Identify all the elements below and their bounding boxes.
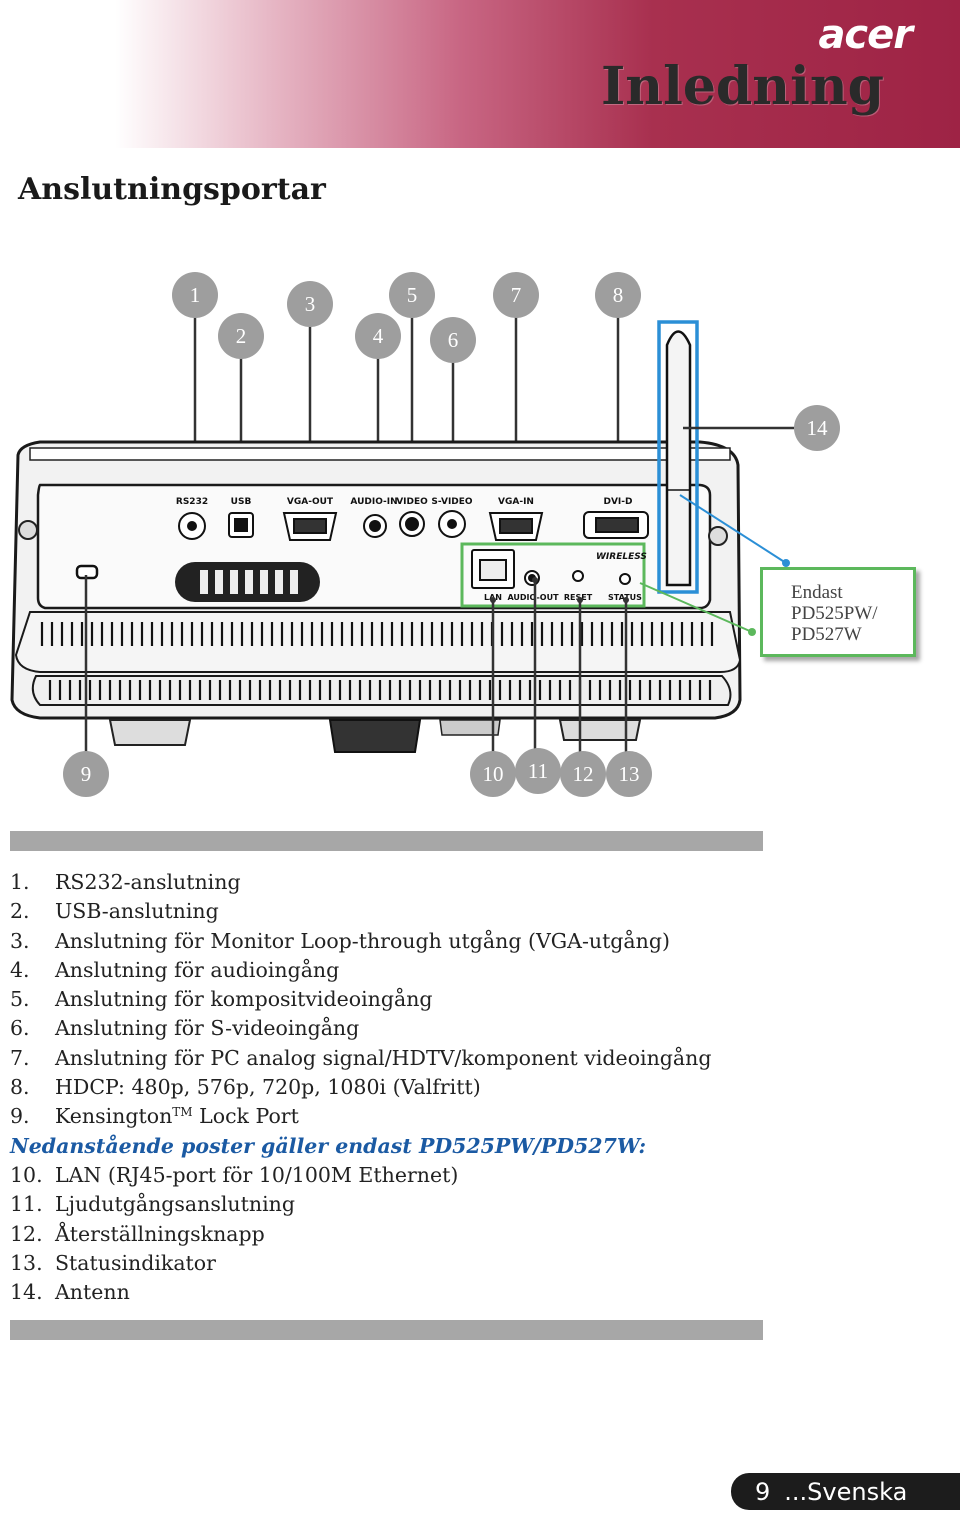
list-item: 13.Statusindikator <box>10 1250 216 1275</box>
wireless-highlight <box>460 542 646 608</box>
reset-button <box>572 570 584 582</box>
divider-top <box>10 831 763 851</box>
wireless-models-note: Nedanstående poster gäller endast PD525P… <box>10 1133 647 1158</box>
callout-7: 7 <box>493 272 539 318</box>
grille-row-2 <box>48 680 712 700</box>
section-title: Anslutningsportar <box>18 172 326 207</box>
antenna <box>665 330 692 587</box>
list-item: 2.USB-anslutning <box>10 899 219 924</box>
list-item: 9.KensingtonTM Lock Port <box>10 1104 299 1129</box>
callout-6: 6 <box>430 317 476 363</box>
port-label-rs232: RS232 <box>176 497 208 507</box>
callout-5: 5 <box>389 272 435 318</box>
status-led <box>619 573 631 585</box>
projector-rear-diagram: RS232 USB VGA-OUT AUDIO-IN VIDEO S-VIDEO… <box>10 316 794 753</box>
port-label-s-video: S-VIDEO <box>431 497 472 507</box>
list-item: 3.Anslutning för Monitor Loop-through ut… <box>10 928 670 953</box>
wireless-port-labels: LAN AUDIO-OUT RESET STATUS <box>484 593 642 602</box>
callout-13: 13 <box>606 751 652 797</box>
list-item: 12.Återställningsknapp <box>10 1221 265 1246</box>
list-item: 14.Antenn <box>10 1280 130 1305</box>
list-item: 5.Anslutning för kompositvideoingång <box>10 987 433 1012</box>
list-item: 7.Anslutning för PC analog signal/HDTV/k… <box>10 1045 712 1070</box>
port-labels: RS232 USB VGA-OUT AUDIO-IN VIDEO S-VIDEO… <box>176 497 633 507</box>
callout-14: 14 <box>794 405 840 451</box>
list-item: 10.LAN (RJ45-port för 10/100M Ethernet) <box>10 1162 459 1187</box>
port-label-vga-out: VGA-OUT <box>287 497 334 507</box>
port-label-usb: USB <box>231 497 252 507</box>
note-line-2: PD525PW/ <box>791 603 878 624</box>
callout-1: 1 <box>172 272 218 318</box>
callout-4: 4 <box>355 313 401 359</box>
antenna-highlight <box>657 320 699 594</box>
page-number: 9 <box>755 1477 771 1506</box>
list-item: 1.RS232-anslutning <box>10 870 241 894</box>
header-band <box>0 0 960 148</box>
connectors <box>178 510 649 541</box>
callout-8: 8 <box>595 272 641 318</box>
callout-3: 3 <box>287 281 333 327</box>
page-footer: 9 ...Svenska <box>731 1473 960 1510</box>
list-item: 4.Anslutning för audioingång <box>10 957 340 982</box>
page-title: Inledning <box>600 56 884 117</box>
callout-10: 10 <box>470 751 516 797</box>
callout-12: 12 <box>560 751 606 797</box>
callout-9: 9 <box>63 751 109 797</box>
note-line-3: PD527W <box>791 624 862 645</box>
svg-text:RESET: RESET <box>564 593 593 602</box>
port-list: 1.RS232-anslutning 2.USB-anslutning 3.An… <box>10 868 910 1307</box>
note-line-1: Endast <box>791 582 843 603</box>
port-label-dvi-d: DVI-D <box>604 497 633 507</box>
leader-lines-bottom <box>84 575 628 752</box>
wireless-label: WIRELESS <box>596 552 647 562</box>
callout-2: 2 <box>218 313 264 359</box>
list-item: 8.HDCP: 480p, 576p, 720p, 1080i (Valfrit… <box>10 1075 481 1100</box>
list-item: 6.Anslutning för S-videoingång <box>10 1016 360 1041</box>
port-label-vga-in: VGA-IN <box>498 497 534 507</box>
list-item: 11.Ljudutgångsanslutning <box>10 1192 295 1217</box>
callout-11: 11 <box>515 748 561 794</box>
acer-logo: acer <box>818 12 913 58</box>
wireless-note-box: Endast PD525PW/ PD527W <box>760 567 916 657</box>
language-label: ...Svenska <box>784 1477 908 1506</box>
divider-bottom <box>10 1320 763 1340</box>
port-label-audio-in: AUDIO-IN <box>350 497 397 507</box>
port-label-video: VIDEO <box>396 497 428 507</box>
svg-text:AUDIO-OUT: AUDIO-OUT <box>507 593 559 602</box>
wireless-ports <box>471 549 631 589</box>
